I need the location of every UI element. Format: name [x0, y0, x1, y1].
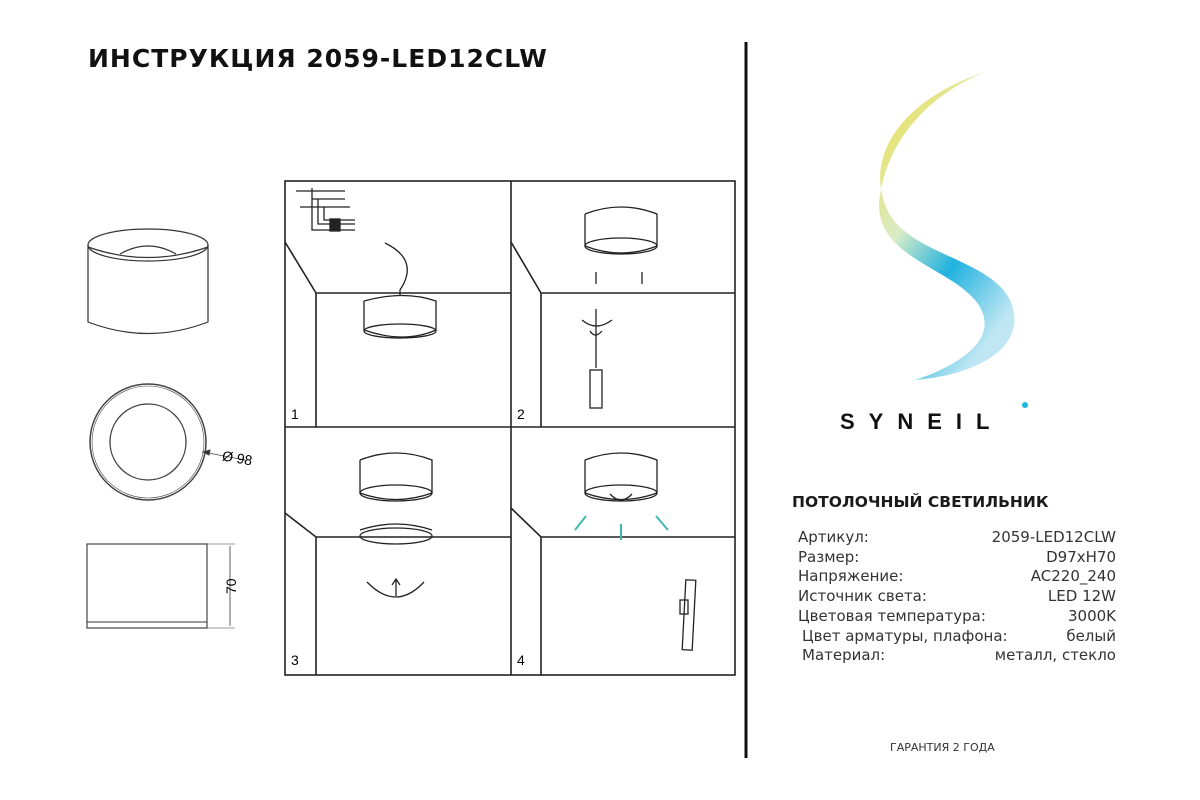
spec-value: D97xH70 — [1046, 547, 1116, 566]
brand-logo-dot — [1022, 402, 1028, 408]
page-title: ИНСТРУКЦИЯ 2059-LED12CLW — [88, 44, 548, 73]
spec-value: LED 12W — [1047, 587, 1116, 606]
spec-value: белый — [1066, 626, 1116, 645]
step-number: 4 — [517, 652, 525, 668]
product-bottom-view-drawing — [89, 383, 246, 501]
step-1-illustration — [296, 188, 437, 339]
product-title: ПОТОЛОЧНЫЙ СВЕТИЛЬНИК — [792, 493, 1049, 511]
step-number: 3 — [291, 652, 299, 668]
spec-value: 2059-LED12CLW — [991, 528, 1116, 546]
spec-row: Цветовая температура: 3000K — [798, 607, 1116, 627]
installation-steps-grid — [284, 180, 736, 676]
step-3-illustration — [359, 452, 433, 598]
step-4-illustration — [584, 452, 697, 651]
spec-row: Материал: металл, стекло — [798, 646, 1116, 666]
spec-value: AC220_240 — [1030, 567, 1116, 586]
spec-label: Напряжение: — [798, 567, 904, 586]
spec-row: Цвет арматуры, плафона: белый — [798, 627, 1116, 647]
product-side-view-drawing — [86, 543, 235, 629]
spec-label: Размер: — [798, 547, 860, 566]
brand-logo-mark — [879, 72, 1015, 380]
warranty-note: ГАРАНТИЯ 2 ГОДА — [890, 741, 995, 754]
spec-row: Артикул: 2059-LED12CLW — [798, 528, 1116, 548]
step-2-illustration — [581, 206, 658, 409]
brand-logo-text: SYNEIL — [840, 409, 1004, 434]
spec-row: Источник света: LED 12W — [798, 587, 1116, 607]
spec-label: Цвет арматуры, плафона: — [802, 626, 1008, 645]
spec-value: 3000K — [1067, 606, 1116, 625]
product-perspective-drawing — [87, 228, 209, 335]
spec-label: Артикул: — [798, 528, 869, 546]
spec-value: металл, стекло — [994, 646, 1116, 665]
diameter-label: Ø 98 — [221, 447, 254, 468]
spec-row: Размер: D97xH70 — [798, 548, 1116, 568]
step-number: 2 — [517, 406, 525, 422]
light-rays — [574, 515, 669, 540]
spec-row: Напряжение: AC220_240 — [798, 567, 1116, 587]
spec-label: Источник света: — [798, 587, 927, 606]
spec-label: Материал: — [802, 646, 886, 665]
spec-label: Цветовая температура: — [798, 606, 986, 625]
height-label: 70 — [223, 578, 239, 594]
step-number: 1 — [291, 406, 299, 422]
spec-list: Артикул: 2059-LED12CLW Размер: D97xH70 Нап… — [798, 528, 1116, 666]
